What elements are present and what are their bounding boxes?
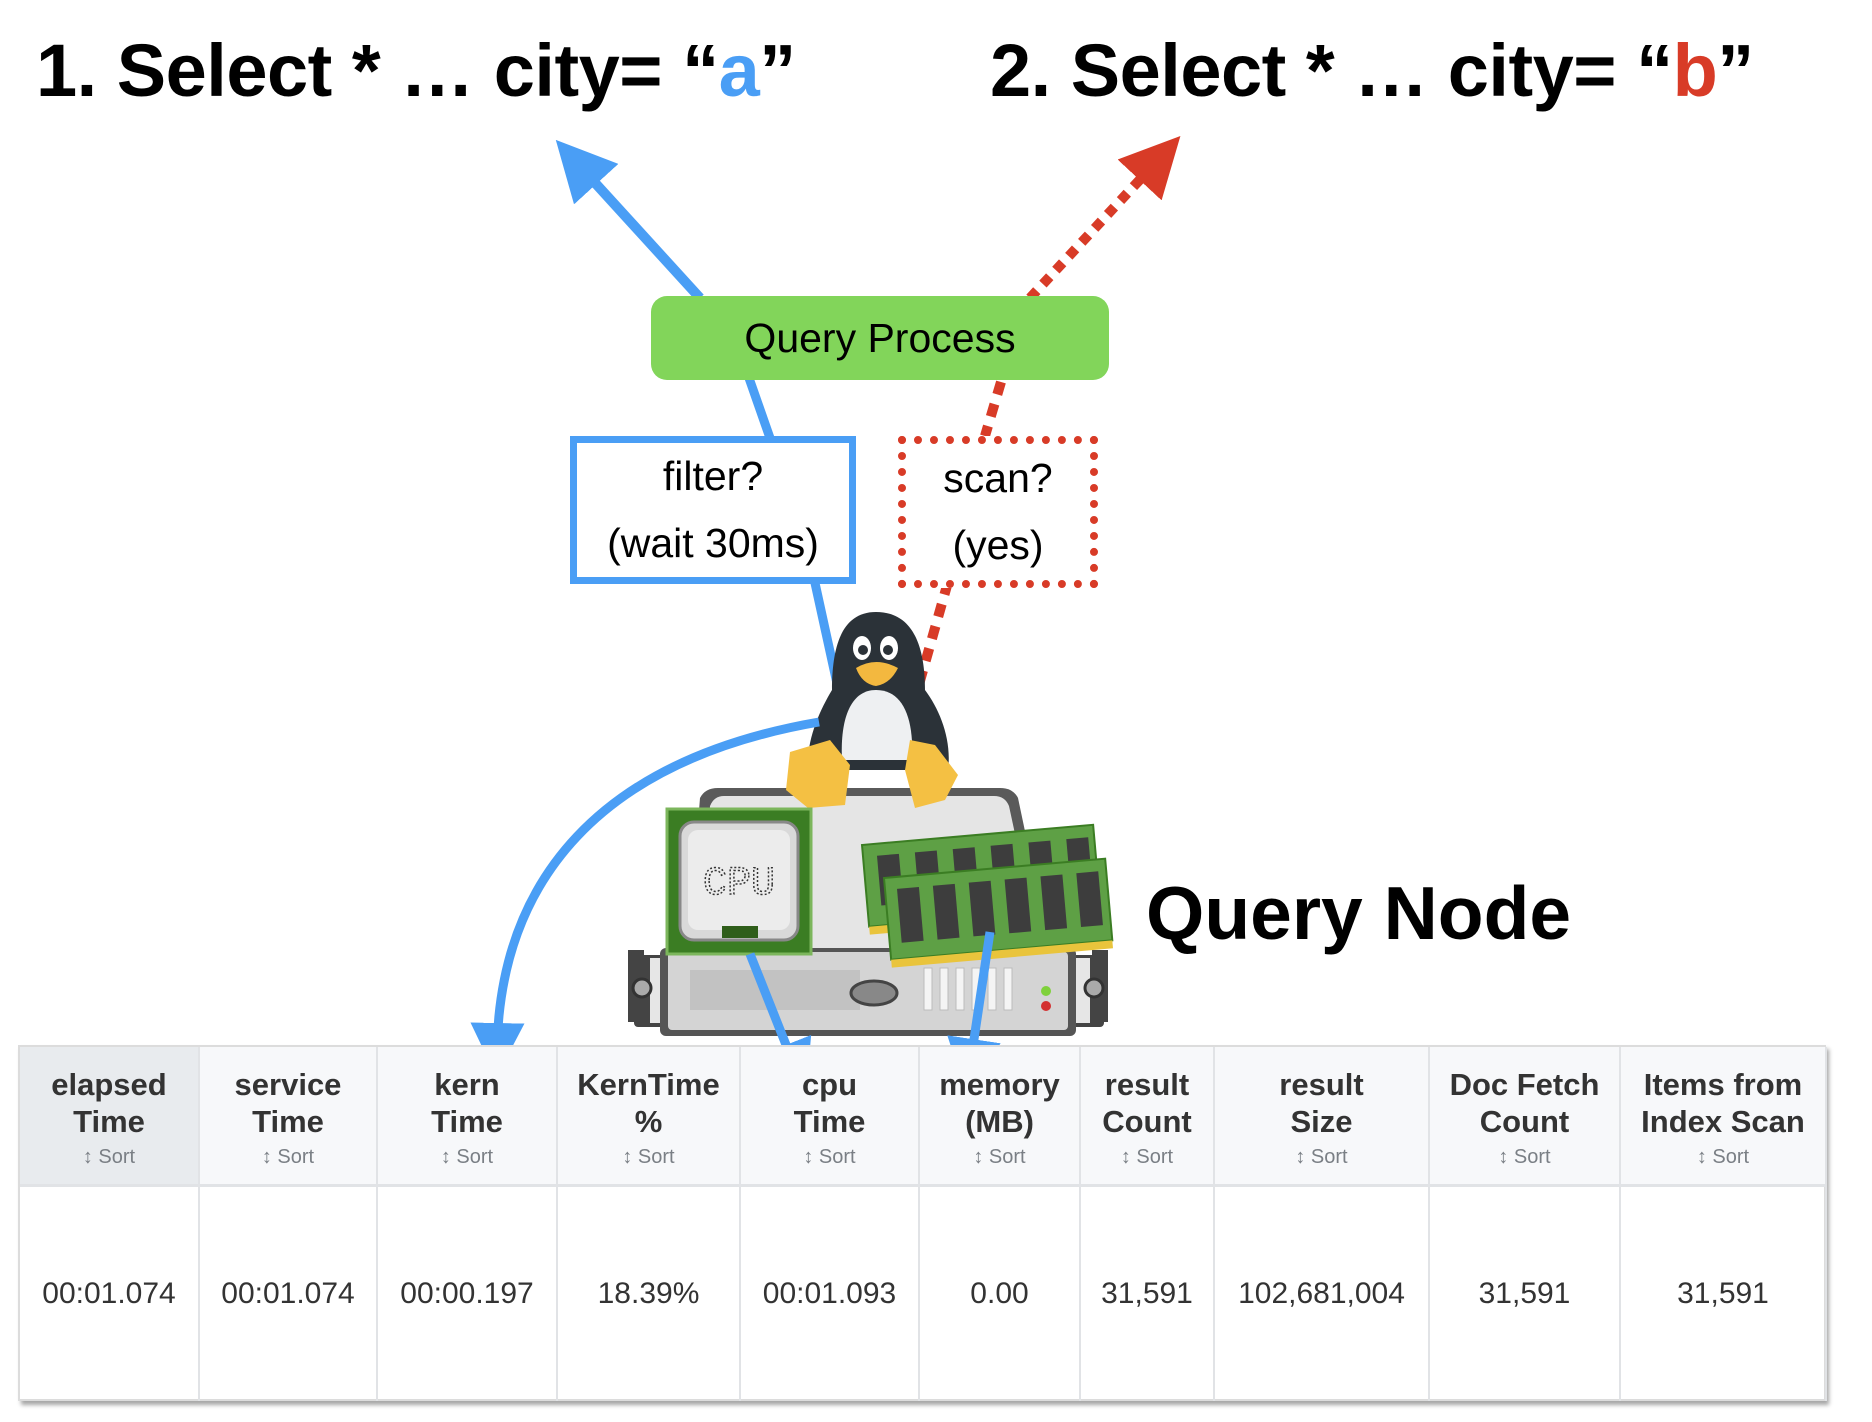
cpu-label: CPU xyxy=(703,862,775,907)
query-1-title: 1. Select * … city= “a” xyxy=(36,34,796,108)
line-filter-to-process xyxy=(744,376,775,440)
column-header-kerntime-percent[interactable]: KernTime%↕ Sort xyxy=(558,1047,741,1187)
query-1-suffix: ” xyxy=(759,29,796,112)
line-penguin-to-scan xyxy=(913,580,953,690)
sort-button[interactable]: ↕ Sort xyxy=(1120,1146,1174,1168)
query-2-title: 2. Select * … city= “b” xyxy=(990,34,1754,108)
sort-button[interactable]: ↕ Sort xyxy=(622,1146,675,1168)
server-icon xyxy=(628,788,1108,1036)
cell-result-count: 31,591 xyxy=(1081,1187,1215,1401)
scan-label: scan? xyxy=(943,455,1053,501)
arrow-process-to-query2 xyxy=(1026,136,1181,302)
cell-kern-time: 00:00.197 xyxy=(378,1187,558,1401)
query-2-suffix: ” xyxy=(1717,29,1754,112)
arrow-process-to-query1 xyxy=(555,139,704,302)
query-process-box: Query Process xyxy=(651,296,1109,380)
cpu-chip-icon: CPU xyxy=(665,807,813,956)
query-1-city-value: a xyxy=(718,29,760,112)
query-node-label: Query Node xyxy=(1146,871,1572,955)
cell-service-time: 00:01.074 xyxy=(200,1187,378,1401)
cell-items-from-index-scan: 31,591 xyxy=(1621,1187,1827,1401)
cell-kerntime-percent: 18.39% xyxy=(558,1187,741,1401)
cell-elapsed-time: 00:01.074 xyxy=(20,1187,200,1401)
arrow-kern-time xyxy=(470,717,820,1077)
cell-doc-fetch-count: 31,591 xyxy=(1430,1187,1621,1401)
sort-button[interactable]: ↕ Sort xyxy=(803,1146,856,1168)
cell-result-size: 102,681,004 xyxy=(1215,1187,1430,1401)
line-scan-to-process xyxy=(980,380,1006,438)
sort-button[interactable]: ↕ Sort xyxy=(1696,1146,1750,1168)
linux-penguin-icon xyxy=(786,612,958,808)
filter-label: filter? xyxy=(662,453,764,499)
sort-button[interactable]: ↕ Sort xyxy=(82,1146,136,1168)
scan-box: scan? (yes) xyxy=(898,436,1098,588)
sort-button[interactable]: ↕ Sort xyxy=(1498,1146,1551,1168)
cell-memory: 0.00 xyxy=(920,1187,1081,1401)
sort-button[interactable]: ↕ Sort xyxy=(261,1146,315,1168)
filter-box: filter? (wait 30ms) xyxy=(570,436,856,584)
line-penguin-to-filter xyxy=(810,582,843,689)
ram-module-icon xyxy=(860,823,1114,968)
scan-detail: (yes) xyxy=(952,522,1044,568)
sort-button[interactable]: ↕ Sort xyxy=(973,1146,1026,1168)
cell-cpu-time: 00:01.093 xyxy=(741,1187,920,1401)
column-header-memory[interactable]: memory(MB)↕ Sort xyxy=(920,1047,1081,1187)
sort-button[interactable]: ↕ Sort xyxy=(1295,1146,1348,1168)
sort-button[interactable]: ↕ Sort xyxy=(440,1146,494,1168)
filter-detail: (wait 30ms) xyxy=(607,520,819,566)
query-2-city-value: b xyxy=(1672,29,1718,112)
query-1-prefix: 1. Select * … city= “ xyxy=(36,29,719,112)
query-2-prefix: 2. Select * … city= “ xyxy=(990,29,1673,112)
